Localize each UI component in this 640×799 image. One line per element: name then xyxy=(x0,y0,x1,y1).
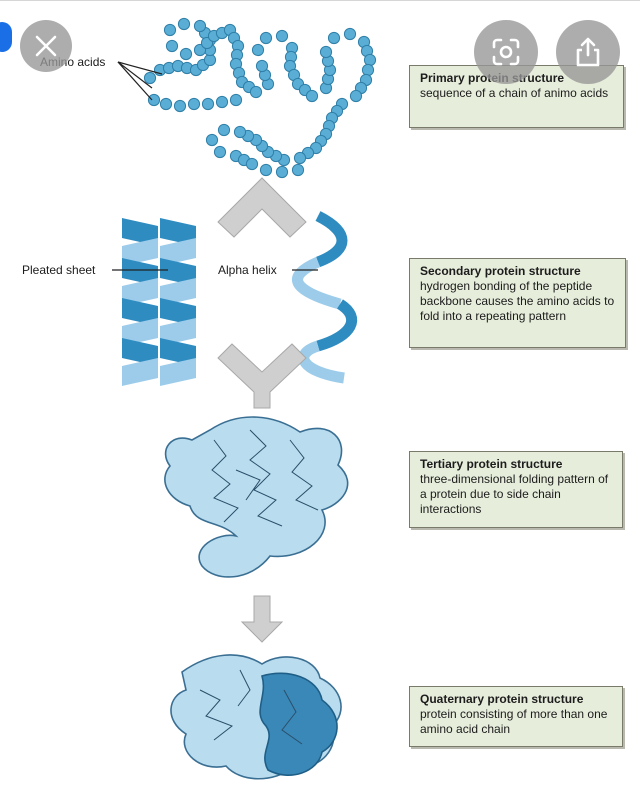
amino-acid-bead xyxy=(361,63,375,77)
quaternary-structure xyxy=(170,654,342,780)
quaternary-structure-description: protein consisting of more than one amin… xyxy=(420,707,608,736)
amino-acid-bead xyxy=(193,19,207,33)
amino-acid-bead xyxy=(255,59,269,73)
amino-acid-bead xyxy=(163,23,177,37)
sheet-segment xyxy=(160,238,196,266)
primary-structure-description: sequence of a chain of animo acids xyxy=(420,86,609,100)
amino-acids-pointer xyxy=(117,61,163,101)
sheet-segment xyxy=(160,278,196,306)
amino-acid-bead xyxy=(217,123,231,137)
amino-acid-bead xyxy=(293,151,307,165)
amino-acid-bead xyxy=(165,39,179,53)
visual-search-button[interactable] xyxy=(474,20,538,84)
quaternary-structure-box: Quaternary protein structure protein con… xyxy=(409,686,623,747)
amino-acid-bead xyxy=(213,145,227,159)
sheet-segment xyxy=(122,238,158,266)
sheet-segment xyxy=(160,338,196,366)
amino-acid-bead xyxy=(349,89,363,103)
split-arrow xyxy=(217,177,307,238)
amino-acid-bead xyxy=(327,31,341,45)
secondary-structure-box: Secondary protein structure hydrogen bon… xyxy=(409,258,626,348)
amino-acid-bead xyxy=(179,47,193,61)
amino-acid-bead xyxy=(251,43,265,57)
amino-acid-chain xyxy=(143,17,377,179)
amino-acid-bead xyxy=(275,165,289,179)
down-arrow xyxy=(240,595,284,643)
top-divider xyxy=(0,0,640,1)
sheet-segment xyxy=(122,318,158,346)
pleated-sheet-label: Pleated sheet xyxy=(22,263,96,277)
lens-icon xyxy=(492,38,520,66)
sheet-segment xyxy=(122,278,158,306)
amino-acid-bead xyxy=(249,85,263,99)
edge-tab xyxy=(0,22,12,52)
sheet-segment xyxy=(122,218,158,246)
amino-acid-bead xyxy=(259,31,273,45)
amino-acid-bead xyxy=(229,93,243,107)
sheet-segment xyxy=(122,358,158,386)
sheet-segment xyxy=(160,298,196,326)
tertiary-structure-box: Tertiary protein structure three-dimensi… xyxy=(409,451,623,528)
tertiary-structure-description: three-dimensional folding pattern of a p… xyxy=(420,472,609,516)
amino-acid-bead xyxy=(143,71,157,85)
amino-acid-bead xyxy=(173,99,187,113)
close-button[interactable] xyxy=(20,20,72,72)
amino-acid-bead xyxy=(177,17,191,31)
amino-acid-bead xyxy=(363,53,377,67)
amino-acid-bead xyxy=(305,89,319,103)
sheet-segment xyxy=(122,338,158,366)
secondary-structure-description: hydrogen bonding of the peptide backbone… xyxy=(420,279,615,323)
amino-acid-bead xyxy=(291,163,305,177)
amino-acid-bead xyxy=(201,97,215,111)
close-icon xyxy=(35,35,57,57)
sheet-segment xyxy=(122,258,158,286)
sheet-segment xyxy=(160,258,196,286)
amino-acid-bead xyxy=(159,97,173,111)
amino-acid-bead xyxy=(275,29,289,43)
tertiary-fold xyxy=(164,416,349,578)
sheet-segment xyxy=(160,318,196,346)
amino-acid-bead xyxy=(205,133,219,147)
alpha-helix-label: Alpha helix xyxy=(218,263,277,277)
share-button[interactable] xyxy=(556,20,620,84)
amino-acid-bead xyxy=(259,163,273,177)
secondary-structure-title: Secondary protein structure xyxy=(420,264,581,278)
alpha-helix xyxy=(292,211,358,384)
sheet-segment xyxy=(160,358,196,386)
amino-acid-bead xyxy=(215,95,229,109)
amino-acid-bead xyxy=(343,27,357,41)
sheet-segment xyxy=(160,218,196,246)
amino-acid-bead xyxy=(187,97,201,111)
amino-acid-bead xyxy=(319,45,333,59)
quaternary-structure-title: Quaternary protein structure xyxy=(420,692,584,706)
amino-acid-bead xyxy=(245,157,259,171)
pleated-sheet xyxy=(122,218,196,386)
share-icon xyxy=(576,37,600,67)
tertiary-structure-title: Tertiary protein structure xyxy=(420,457,563,471)
amino-acid-bead xyxy=(147,93,161,107)
merge-arrow xyxy=(217,343,307,409)
sheet-segment xyxy=(122,298,158,326)
amino-acid-bead xyxy=(233,125,247,139)
